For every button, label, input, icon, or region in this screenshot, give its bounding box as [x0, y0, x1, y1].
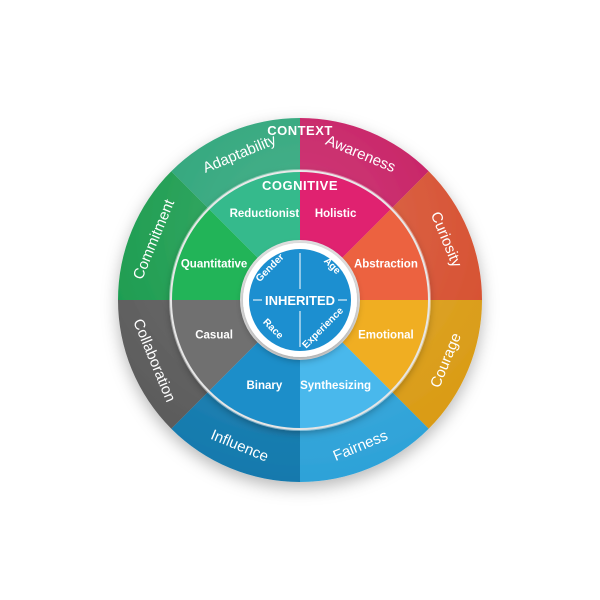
middle-segment-reductionist — [209, 172, 300, 258]
inherited-center — [243, 243, 357, 357]
center-dividers — [253, 253, 347, 347]
middle-ring-title: COGNITIVE — [262, 178, 338, 193]
middle-segment-emotional — [342, 300, 428, 391]
middle-segment-quantitative — [172, 209, 258, 300]
middle-label-quantitative: Quantitative — [181, 258, 247, 270]
middle-segment-binary — [209, 342, 300, 428]
middle-segment-abstraction — [342, 209, 428, 300]
center-circle — [249, 249, 351, 351]
middle-label-reductionist: Reductionist — [230, 208, 300, 220]
middle-label-binary: Binary — [247, 380, 283, 392]
middle-segment-holistic — [300, 172, 391, 258]
center-title: INHERITED — [265, 293, 335, 308]
outer-ring-title: CONTEXT — [267, 123, 333, 138]
middle-label-casual: Casual — [195, 330, 233, 342]
middle-segment-synthesizing — [300, 342, 391, 428]
middle-label-synthesizing: Synthesizing — [300, 380, 371, 392]
middle-label-emotional: Emotional — [358, 330, 414, 342]
middle-label-holistic: Holistic — [315, 208, 357, 220]
middle-segment-casual — [172, 300, 258, 391]
middle-ring-labels: HolisticAbstractionEmotionalSynthesizing… — [181, 208, 418, 392]
middle-label-abstraction: Abstraction — [354, 258, 418, 270]
